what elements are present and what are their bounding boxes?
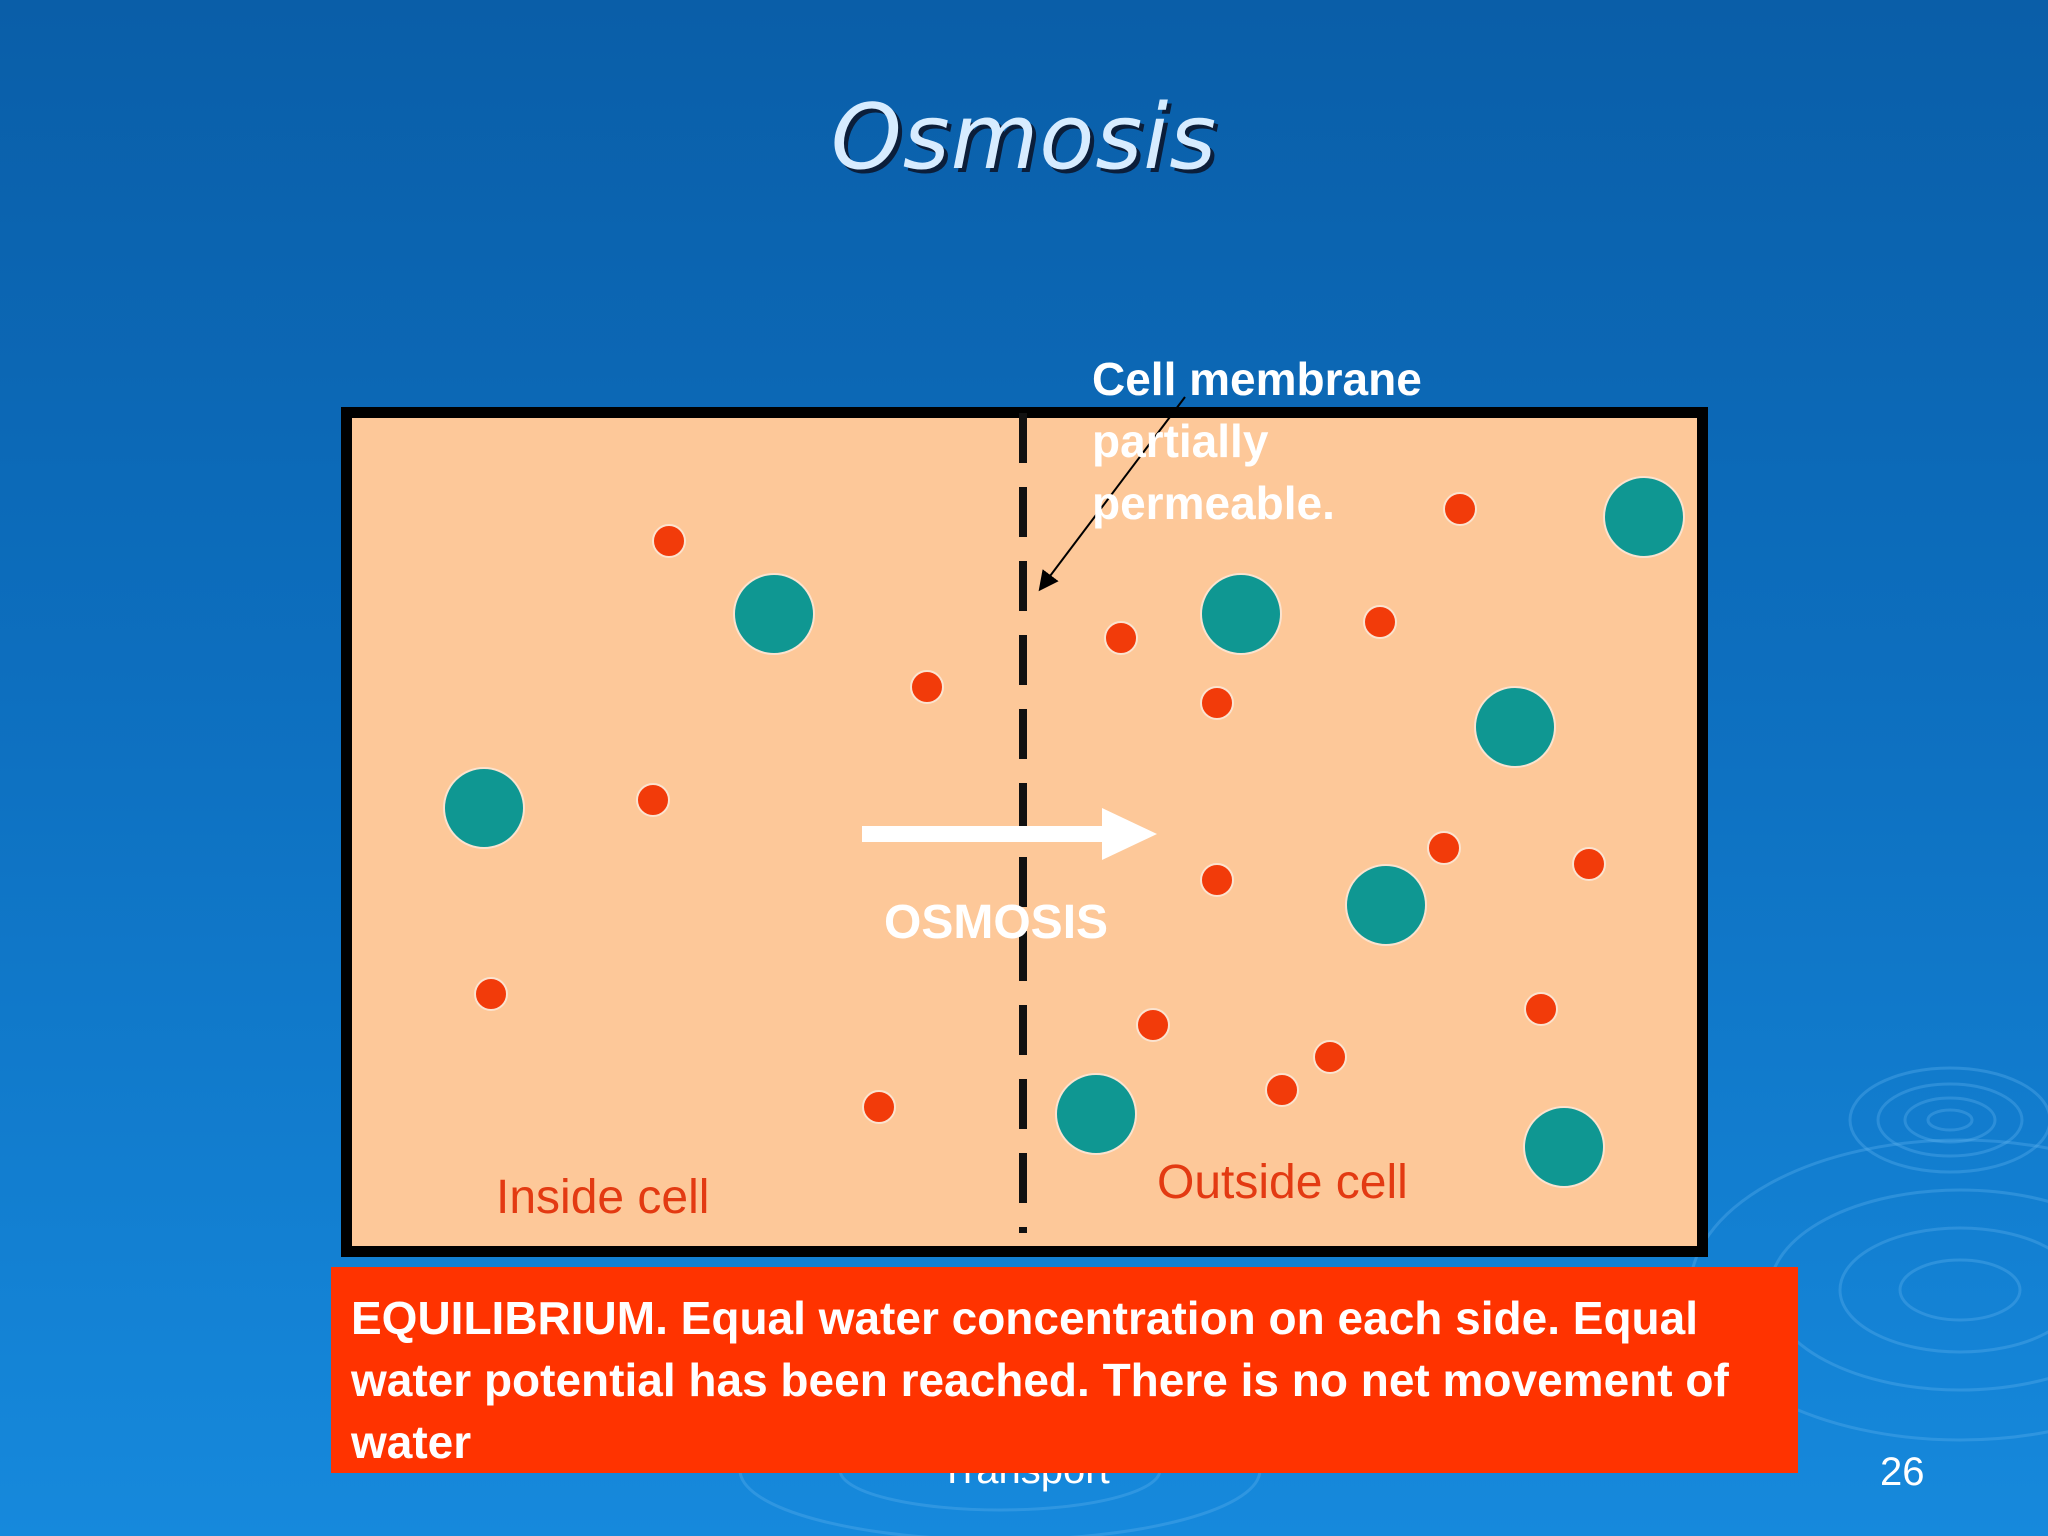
- solute-particle-small: [1427, 831, 1461, 865]
- solute-particle-small: [1265, 1073, 1299, 1107]
- solute-particle-small: [910, 670, 944, 704]
- osmosis-label: OSMOSIS: [884, 896, 1109, 949]
- solute-particle-small: [1104, 621, 1138, 655]
- solute-particle-large: [1055, 1073, 1137, 1155]
- solute-particle-small: [1313, 1040, 1347, 1074]
- slide-number: 26: [1880, 1450, 1925, 1494]
- membrane-label-line: partially: [1092, 415, 1269, 467]
- solute-particle-small: [1524, 992, 1558, 1026]
- outside-cell-label: Outside cell: [1157, 1156, 1408, 1209]
- membrane-label-line: Cell membrane: [1092, 353, 1422, 405]
- inside-cell-label: Inside cell: [496, 1171, 710, 1224]
- solute-particle-large: [443, 767, 525, 849]
- solute-particle-small: [1200, 863, 1234, 897]
- solute-particle-small: [862, 1090, 896, 1124]
- osmosis-direction-arrow: [862, 808, 1157, 860]
- membrane-label-line: permeable.: [1092, 477, 1335, 529]
- solute-particle-small: [636, 783, 670, 817]
- solute-particle-small: [1363, 605, 1397, 639]
- solute-particle-small: [1443, 492, 1477, 526]
- equilibrium-callout: EQUILIBRIUM. Equal water concentration o…: [331, 1267, 1798, 1473]
- solute-particle-large: [733, 573, 815, 655]
- solute-particle-large: [1603, 476, 1685, 558]
- solute-particle-large: [1474, 686, 1556, 768]
- solute-particle-large: [1200, 573, 1282, 655]
- solute-particle-small: [1572, 847, 1606, 881]
- slide-title: Osmosis: [830, 85, 1218, 190]
- solute-particle-large: [1345, 864, 1427, 946]
- solute-particle-small: [1200, 686, 1234, 720]
- solute-particle-small: [652, 524, 686, 558]
- solute-particle-small: [474, 977, 508, 1011]
- solute-particle-large: [1523, 1106, 1605, 1188]
- solute-particle-small: [1136, 1008, 1170, 1042]
- membrane-label: Cell membrane partially permeable.: [1092, 348, 1512, 534]
- cell-membrane-dashed-line: [1019, 413, 1027, 1233]
